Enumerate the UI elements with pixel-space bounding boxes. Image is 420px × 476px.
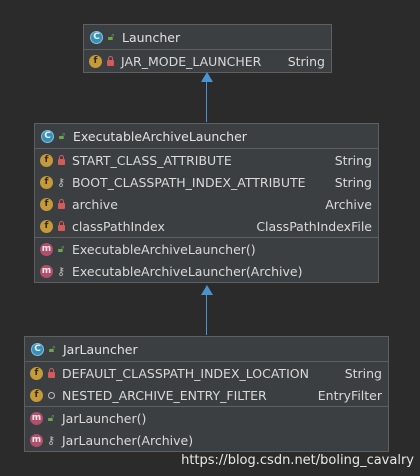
field-icon: f	[89, 54, 102, 68]
method-row[interactable]: m 🔓︎ JarLauncher()	[25, 407, 388, 429]
method-name: ExecutableArchiveLauncher()	[72, 241, 256, 257]
field-row[interactable]: f classPathIndex ClassPathIndexFile	[35, 215, 378, 237]
field-icon: f	[40, 153, 53, 167]
public-icon: 🔓︎	[58, 130, 66, 142]
inheritance-arrowhead-icon	[201, 285, 213, 295]
fields-section: f JAR_MODE_LAUNCHER String	[84, 50, 331, 72]
methods-section: m 🔓︎ ExecutableArchiveLauncher() m ⚷ Exe…	[35, 238, 378, 282]
method-icon: m	[40, 242, 53, 256]
field-row[interactable]: f NESTED_ARCHIVE_ENTRY_FILTER EntryFilte…	[25, 384, 388, 406]
method-name: JarLauncher(Archive)	[62, 432, 194, 448]
class-executable-archive-launcher[interactable]: C 🔓︎ ExecutableArchiveLauncher f START_C…	[34, 123, 379, 283]
class-icon: C	[90, 30, 103, 44]
field-name: BOOT_CLASSPATH_INDEX_ATTRIBUTE	[72, 174, 306, 190]
method-row[interactable]: m ⚷ JarLauncher(Archive)	[25, 429, 388, 451]
methods-section: m 🔓︎ JarLauncher() m ⚷ JarLauncher(Archi…	[25, 407, 388, 451]
method-icon: m	[40, 264, 53, 278]
field-name: JAR_MODE_LAUNCHER	[121, 53, 262, 69]
class-jar-launcher[interactable]: C 🔓︎ JarLauncher f DEFAULT_CLASSPATH_IND…	[24, 336, 389, 452]
field-icon: f	[30, 366, 43, 380]
field-type: String	[344, 365, 382, 381]
method-name: JarLauncher()	[62, 410, 147, 426]
field-name: NESTED_ARCHIVE_ENTRY_FILTER	[62, 387, 267, 403]
field-row[interactable]: f START_CLASS_ATTRIBUTE String	[35, 149, 378, 171]
inheritance-edge	[206, 294, 207, 335]
private-lock-icon	[105, 55, 115, 66]
inheritance-arrowhead-icon	[201, 72, 213, 82]
class-name: ExecutableArchiveLauncher	[73, 128, 247, 144]
watermark: https://blog.csdn.net/boling_cavalry	[181, 453, 414, 468]
field-icon: f	[30, 388, 43, 402]
field-row[interactable]: f JAR_MODE_LAUNCHER String	[84, 50, 331, 72]
method-row[interactable]: m 🔓︎ ExecutableArchiveLauncher()	[35, 238, 378, 260]
method-row[interactable]: m ⚷ ExecutableArchiveLauncher(Archive)	[35, 260, 378, 282]
field-row[interactable]: f DEFAULT_CLASSPATH_INDEX_LOCATION Strin…	[25, 362, 388, 384]
fields-section: f START_CLASS_ATTRIBUTE String f ⚷ BOOT_…	[35, 149, 378, 238]
field-type: Archive	[325, 196, 372, 212]
class-name: Launcher	[122, 29, 181, 45]
class-name: JarLauncher	[63, 341, 138, 357]
field-type: EntryFilter	[317, 387, 382, 403]
field-type: String	[287, 53, 325, 69]
protected-key-icon: ⚷	[56, 264, 66, 278]
field-icon: f	[40, 219, 53, 233]
fields-section: f DEFAULT_CLASSPATH_INDEX_LOCATION Strin…	[25, 362, 388, 407]
field-name: START_CLASS_ATTRIBUTE	[72, 152, 232, 168]
protected-key-icon: ⚷	[46, 433, 56, 447]
field-name: archive	[72, 196, 118, 212]
protected-key-icon: ⚷	[56, 175, 66, 189]
method-icon: m	[30, 411, 43, 425]
field-type: String	[334, 174, 372, 190]
class-header: C 🔓︎ ExecutableArchiveLauncher	[35, 124, 378, 149]
public-icon: 🔓︎	[48, 343, 56, 355]
abstract-class-icon: C	[41, 129, 54, 143]
class-launcher[interactable]: C 🔓︎ Launcher f JAR_MODE_LAUNCHER String	[83, 24, 332, 73]
package-private-icon	[46, 391, 56, 399]
field-name: classPathIndex	[72, 218, 165, 234]
field-icon: f	[40, 175, 53, 189]
private-lock-icon	[46, 367, 56, 378]
field-type: String	[334, 152, 372, 168]
class-icon: C	[31, 342, 44, 356]
field-row[interactable]: f ⚷ BOOT_CLASSPATH_INDEX_ATTRIBUTE Strin…	[35, 171, 378, 193]
inheritance-edge	[206, 81, 207, 122]
field-row[interactable]: f archive Archive	[35, 193, 378, 215]
method-icon: m	[30, 433, 43, 447]
private-lock-icon	[56, 220, 66, 231]
class-header: C 🔓︎ JarLauncher	[25, 337, 388, 362]
field-type: ClassPathIndexFile	[256, 218, 372, 234]
public-icon: 🔓︎	[47, 412, 55, 424]
class-header: C 🔓︎ Launcher	[84, 25, 331, 50]
field-name: DEFAULT_CLASSPATH_INDEX_LOCATION	[62, 365, 309, 381]
private-lock-icon	[56, 154, 66, 165]
private-lock-icon	[56, 198, 66, 209]
public-icon: 🔓︎	[107, 31, 115, 43]
field-icon: f	[40, 197, 53, 211]
method-name: ExecutableArchiveLauncher(Archive)	[72, 263, 303, 279]
public-icon: 🔓︎	[57, 243, 65, 255]
